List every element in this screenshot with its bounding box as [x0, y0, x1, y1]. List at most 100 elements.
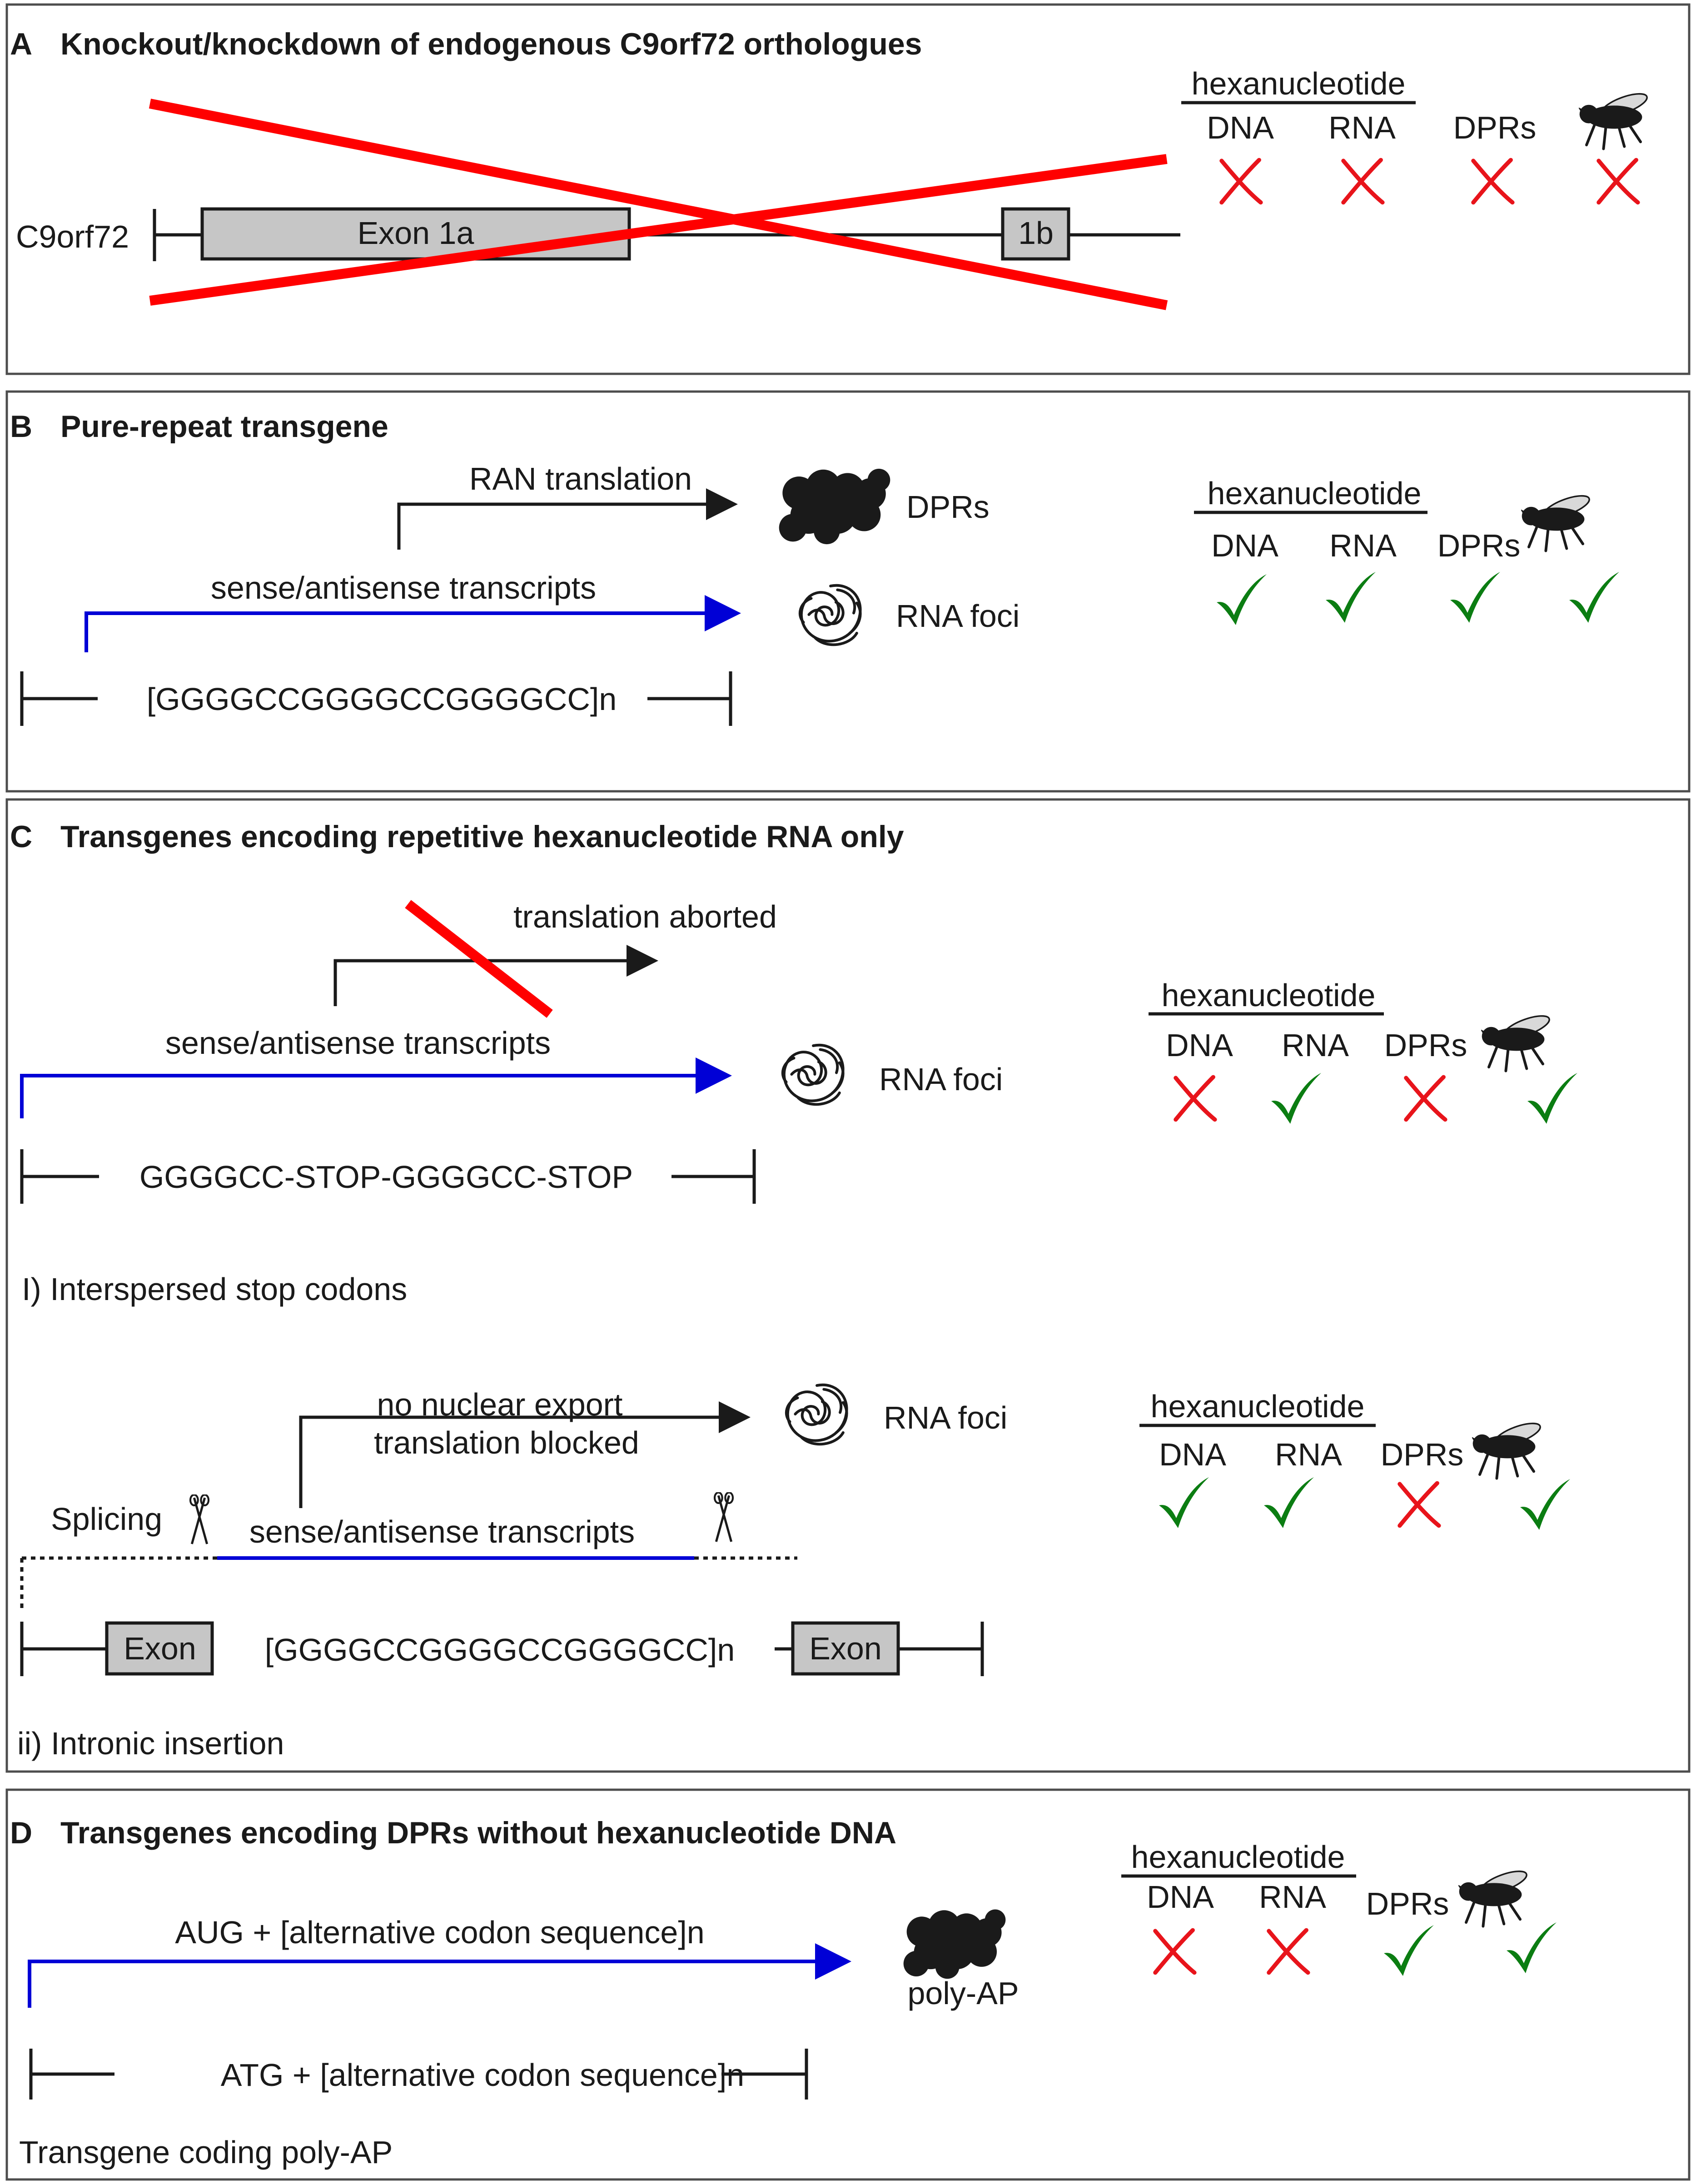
fly-icon: [1471, 1419, 1542, 1479]
panel-b-title: Pure-repeat transgene: [60, 409, 388, 444]
status-col-dna: DNA: [1207, 110, 1274, 145]
status-col-dna: DNA: [1147, 1879, 1214, 1915]
check-icon: [1507, 1922, 1557, 1973]
status-col-rna: RNA: [1328, 110, 1396, 145]
panel-c-sub2-status: hexanucleotide DNA RNA DPRs: [1139, 1389, 1570, 1530]
dpr-aggregate-icon: [779, 468, 890, 545]
panel-c-letter: C: [10, 819, 32, 854]
fly-icon: [1457, 1867, 1529, 1926]
panel-d-title: Transgenes encoding DPRs without hexanuc…: [60, 1816, 896, 1850]
status-col-dprs: DPRs: [1381, 1437, 1464, 1472]
check-icon: [1271, 1073, 1321, 1124]
panel-d-frame: [5, 1788, 1691, 2181]
rna-foci-icon: [786, 1385, 847, 1444]
splicing-label: Splicing: [51, 1501, 162, 1537]
rna-foci-icon: [783, 1045, 843, 1104]
construct-sequence: [GGGGCCGGGGCCGGGGCC]n: [147, 681, 617, 717]
construct-sequence: [GGGGCCGGGGCCGGGGCC]n: [265, 1632, 735, 1668]
sub1-caption: I) Interspersed stop codons: [22, 1271, 407, 1307]
status-header-group: hexanucleotide: [1131, 1839, 1345, 1875]
status-col-dprs: DPRs: [1437, 528, 1521, 563]
dpr-aggregate-icon: [903, 1909, 1006, 1979]
status-col-rna: RNA: [1282, 1027, 1349, 1063]
status-col-rna: RNA: [1259, 1879, 1326, 1915]
status-col-rna: RNA: [1275, 1437, 1342, 1472]
poly-ap-label: poly-AP: [907, 1976, 1019, 2011]
status-col-dprs: DPRs: [1384, 1027, 1467, 1063]
exon-1b-label: 1b: [1018, 215, 1054, 251]
fly-icon: [1480, 1012, 1552, 1071]
cross-icon: [1343, 160, 1383, 203]
panel-a-frame: [5, 3, 1691, 375]
panel-c-frame: [5, 798, 1691, 1773]
check-icon: [1264, 1477, 1314, 1528]
rna-foci-label: RNA foci: [884, 1400, 1007, 1435]
gene-label: C9orf72: [16, 219, 129, 254]
panel-b: B Pure-repeat transgene RAN translation …: [5, 390, 1691, 793]
dprs-label: DPRs: [906, 489, 990, 525]
panel-d-status: hexanucleotide DNA RNA DPRs: [1121, 1839, 1557, 1976]
transcript-arrow: [85, 595, 741, 652]
exon-1b-box: [1001, 207, 1070, 261]
status-col-dna: DNA: [1211, 528, 1278, 563]
status-col-rna: RNA: [1329, 528, 1397, 563]
panel-b-frame: [5, 390, 1691, 793]
check-icon: [1326, 572, 1376, 623]
rna-foci-label: RNA foci: [896, 598, 1020, 634]
exon-right-label: Exon: [809, 1631, 882, 1666]
panel-d-letter: D: [10, 1816, 32, 1850]
scissors-icon: [715, 1493, 733, 1542]
transcript-arrow: [28, 1943, 851, 2008]
check-icon: [1384, 1925, 1434, 1976]
status-col-dna: DNA: [1159, 1437, 1226, 1472]
status-col-dprs: DPRs: [1366, 1886, 1449, 1921]
export-arrow: [299, 1401, 751, 1508]
exon-1a-label: Exon 1a: [358, 215, 474, 251]
sub2-caption: ii) Intronic insertion: [17, 1726, 284, 1761]
exon-left-label: Exon: [124, 1631, 196, 1666]
knockout-cross-line-1: [149, 99, 1168, 310]
fly-icon: [1520, 491, 1592, 551]
status-header-group: hexanucleotide: [1192, 66, 1406, 101]
check-icon: [1159, 1477, 1209, 1528]
status-header-group: hexanucleotide: [1162, 978, 1376, 1013]
cross-icon: [1599, 160, 1638, 203]
exon-1a-box: [200, 207, 631, 261]
cross-icon: [1400, 1483, 1439, 1526]
panel-a-letter: A: [10, 27, 32, 61]
translation-aborted-arrow: [333, 945, 658, 1006]
fly-icon: [1578, 89, 1649, 149]
transcript-label: sense/antisense transcripts: [249, 1514, 635, 1549]
panel-d-caption: Transgene coding poly-AP: [19, 2134, 393, 2170]
construct-sequence: GGGGCC-STOP-GGGGCC-STOP: [139, 1159, 633, 1195]
check-icon: [1520, 1479, 1570, 1530]
cross-icon: [1155, 1930, 1194, 1973]
check-icon: [1450, 572, 1500, 623]
panel-b-letter: B: [10, 409, 32, 444]
transcript-label: AUG + [alternative codon sequence]n: [175, 1915, 704, 1950]
panel-a-title: Knockout/knockdown of endogenous C9orf72…: [60, 27, 922, 61]
translation-aborted-label: translation aborted: [513, 899, 777, 934]
check-icon: [1527, 1073, 1577, 1124]
panel-c-sub1: translation aborted sense/antisense tran…: [20, 899, 1577, 1307]
transcript-arrow: [20, 1057, 732, 1118]
panel-a: A Knockout/knockdown of endogenous C9orf…: [5, 3, 1691, 375]
panel-c-title: Transgenes encoding repetitive hexanucle…: [60, 819, 904, 854]
scissors-icon: [190, 1495, 209, 1544]
construct-sequence: ATG + [alternative codon sequence]n: [221, 2057, 744, 2093]
exon-left-box: [105, 1621, 214, 1676]
panel-c-sub1-status: hexanucleotide DNA RNA DPRs: [1149, 978, 1577, 1124]
cross-icon: [1222, 160, 1261, 203]
cross-icon: [1406, 1077, 1445, 1120]
transcript-label: sense/antisense transcripts: [211, 570, 596, 606]
rna-foci-icon: [800, 586, 860, 645]
panel-b-status: hexanucleotide DNA RNA DPRs: [1194, 476, 1619, 625]
status-col-dprs: DPRs: [1453, 110, 1537, 145]
panel-a-status: hexanucleotide DNA RNA DPRs: [1181, 66, 1650, 203]
translation-blocked-strike: [405, 900, 553, 1018]
ran-translation-arrow: [397, 488, 738, 550]
check-icon: [1569, 572, 1619, 623]
ran-translation-label: RAN translation: [469, 461, 692, 496]
transcript-label: sense/antisense transcripts: [165, 1025, 551, 1061]
status-header-group: hexanucleotide: [1208, 476, 1422, 511]
